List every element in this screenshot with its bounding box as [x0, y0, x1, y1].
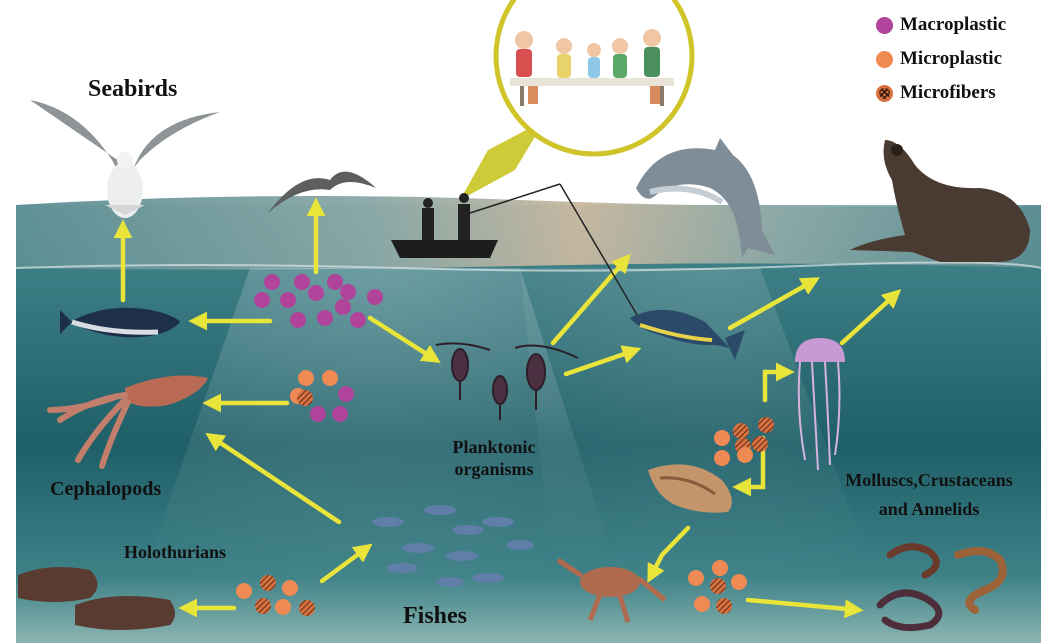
label-molluscs: Molluscs,Crustaceans and Annelids [818, 466, 1040, 524]
label-planktonic-line2: organisms [426, 458, 562, 480]
label-planktonic: Planktonic organisms [426, 436, 562, 480]
ocean-background [16, 196, 1041, 643]
label-molluscs-line2: and Annelids [818, 495, 1040, 524]
legend-item-microfibers: Microfibers [876, 76, 1006, 110]
legend-label: Microplastic [900, 48, 1002, 70]
label-fishes: Fishes [403, 603, 467, 630]
microfiber-swatch [876, 85, 893, 102]
label-cephalopods: Cephalopods [50, 478, 161, 501]
legend: Macroplastic Microplastic Microfibers [876, 8, 1006, 110]
legend-label: Microfibers [900, 82, 996, 104]
legend-item-macroplastic: Macroplastic [876, 8, 1006, 42]
label-seabirds: Seabirds [88, 76, 177, 103]
label-planktonic-line1: Planktonic [426, 436, 562, 458]
microplastic-swatch [876, 51, 893, 68]
macroplastic-swatch [876, 17, 893, 34]
legend-label: Macroplastic [900, 14, 1006, 36]
label-molluscs-line1: Molluscs,Crustaceans [818, 466, 1040, 495]
label-holothurians: Holothurians [124, 542, 226, 563]
sea-lion-icon [850, 140, 1030, 262]
legend-item-microplastic: Microplastic [876, 42, 1006, 76]
